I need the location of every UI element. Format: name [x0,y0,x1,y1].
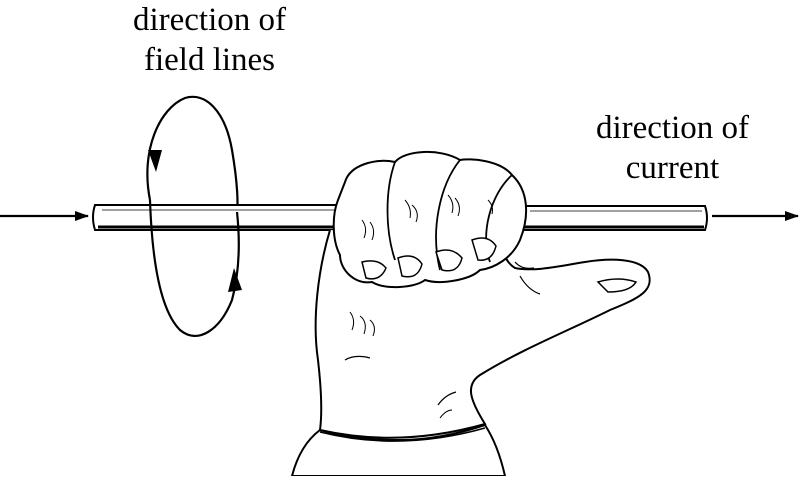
field-loop-front [148,150,242,337]
conductor-rod [92,204,708,231]
field-loop-back [146,95,239,213]
field-arrow-down-icon [148,150,162,172]
current-label: direction of current [555,108,790,188]
hand-sleeve [290,423,507,477]
field-lines-label: direction of field lines [92,0,327,80]
field-lines-label-line-2: field lines [143,42,276,78]
field-arrow-up-icon [228,268,242,292]
current-label-line-2: current [625,150,720,186]
field-lines-label-line-1: direction of [132,2,287,38]
hand-fingers [332,150,528,288]
current-label-line-1: direction of [595,110,750,146]
